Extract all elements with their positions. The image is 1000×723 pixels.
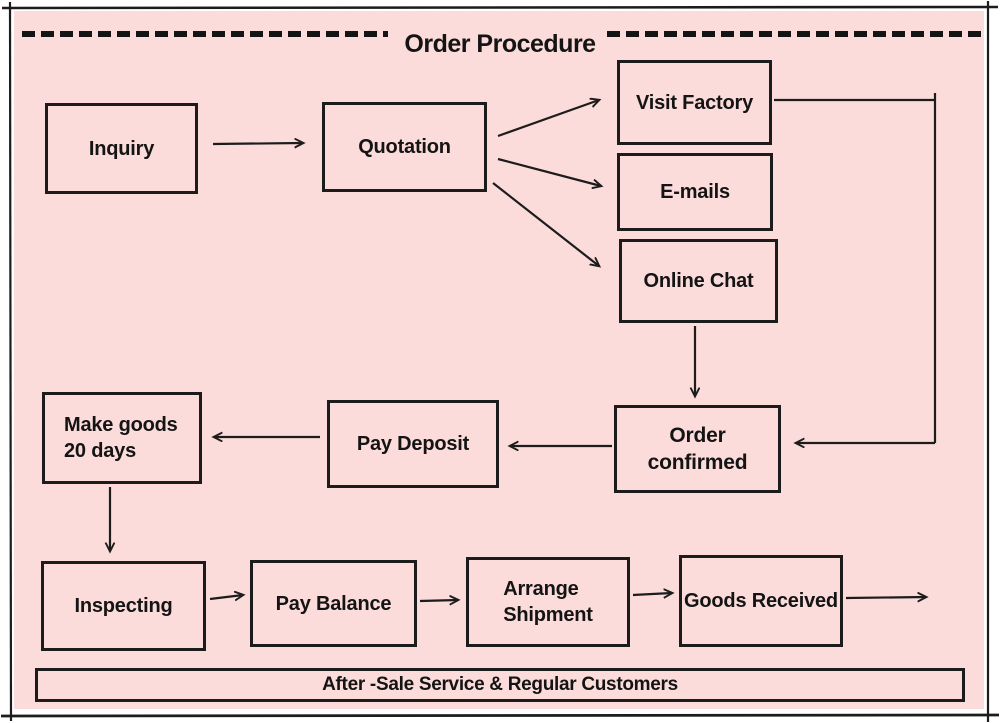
node-visit-factory-label: Visit Factory [635, 91, 754, 114]
node-quotation: Quotation [322, 102, 487, 192]
node-visit-factory: Visit Factory [617, 60, 772, 145]
node-make-goods-label: Make goods 20 days [64, 414, 178, 462]
node-emails-label: E-mails [660, 181, 730, 203]
node-emails: E-mails [617, 153, 773, 231]
node-quotation-label: Quotation [358, 136, 451, 158]
node-inquiry-label: Inquiry [88, 137, 155, 160]
title-dash-left [22, 31, 388, 37]
node-goods-received-label: Goods Received [684, 590, 838, 612]
node-arrange-shipment: Arrange Shipment [466, 557, 630, 647]
node-pay-deposit: Pay Deposit [327, 400, 499, 488]
node-order-confirmed: Order confirmed [614, 405, 781, 493]
node-goods-received: Goods Received [679, 555, 843, 647]
node-inspecting-label: Inspecting [74, 595, 173, 617]
node-online-chat: Online Chat [619, 239, 778, 323]
footer-banner: After -Sale Service & Regular Customers [35, 668, 965, 702]
page-title: Order Procedure [404, 29, 596, 58]
node-pay-balance: Pay Balance [250, 560, 417, 647]
node-inspecting: Inspecting [41, 561, 206, 651]
node-online-chat-label: Online Chat [643, 270, 754, 292]
node-make-goods: Make goods 20 days [42, 392, 202, 484]
node-pay-balance-label: Pay Balance [275, 592, 392, 615]
node-pay-deposit-label: Pay Deposit [356, 433, 470, 455]
node-arrange-shipment-label: Arrange Shipment [503, 578, 593, 626]
footer-banner-label: After -Sale Service & Regular Customers [322, 674, 678, 695]
node-inquiry: Inquiry [45, 103, 198, 194]
node-order-confirmed-label: Order confirmed [647, 423, 748, 474]
title-dash-right [607, 31, 982, 37]
